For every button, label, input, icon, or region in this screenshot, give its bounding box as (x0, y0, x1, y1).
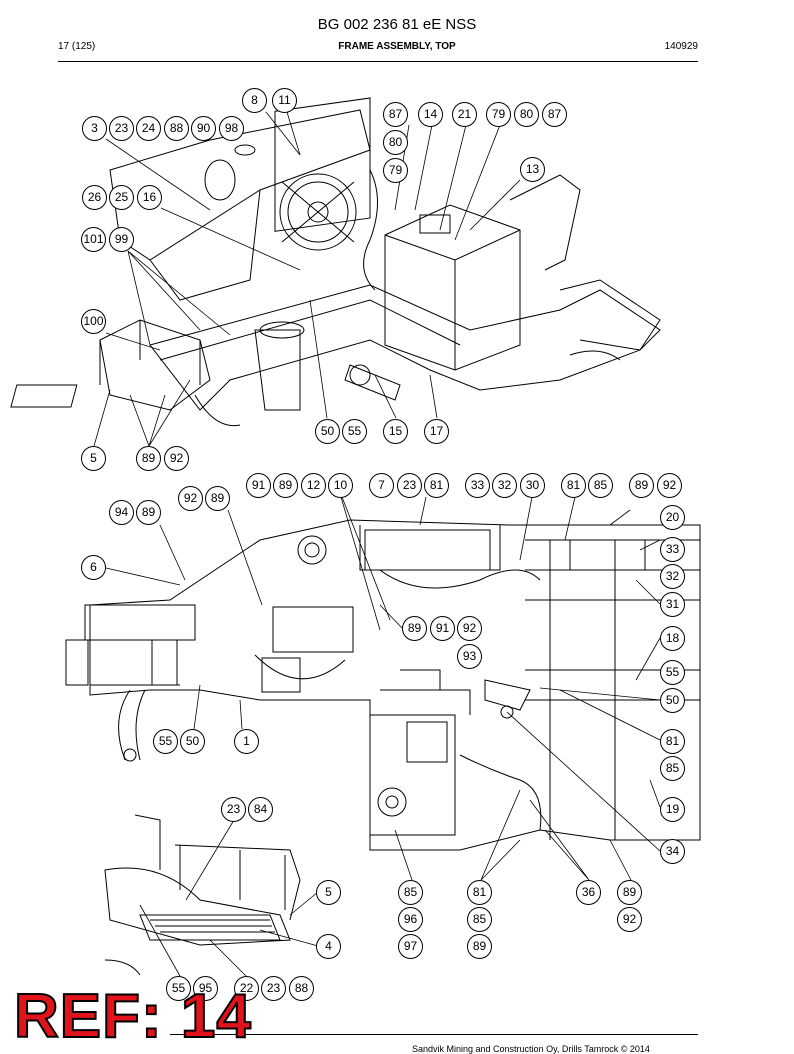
leader-lines (93, 111, 661, 977)
callout-bubble: 50 (660, 688, 685, 713)
callout-bubble: 92 (457, 616, 482, 641)
callout-bubble: 22 (234, 976, 259, 1001)
callout-bubble: 15 (383, 419, 408, 444)
callout-bubble: 92 (164, 446, 189, 471)
callout-bubble: 92 (617, 907, 642, 932)
ref-stamp: REF: 14 (13, 982, 252, 1051)
callout-bubble: 32 (660, 564, 685, 589)
callout-bubble: 95 (193, 976, 218, 1001)
callout-bubble: 79 (486, 102, 511, 127)
footer-rule (170, 1034, 698, 1035)
callout-bubble: 100 (81, 309, 106, 334)
callout-bubble: 12 (301, 473, 326, 498)
callout-bubble: 101 (81, 227, 106, 252)
callout-bubble: 23 (397, 473, 422, 498)
callout-bubble: 11 (272, 88, 297, 113)
callout-bubble: 92 (657, 473, 682, 498)
callout-bubble: 85 (588, 473, 613, 498)
footer-copyright: Sandvik Mining and Construction Oy, Dril… (412, 1044, 650, 1054)
callout-bubble: 81 (660, 729, 685, 754)
callout-bubble: 81 (424, 473, 449, 498)
callout-bubble: 3 (82, 116, 107, 141)
callout-bubble: 8 (242, 88, 267, 113)
page-number: 17 (125) (58, 41, 96, 52)
callout-bubble: 80 (383, 130, 408, 155)
callout-bubble: 89 (136, 446, 161, 471)
callout-bubble: 91 (246, 473, 271, 498)
callout-bubble: 92 (178, 486, 203, 511)
callout-bubble: 88 (289, 976, 314, 1001)
callout-bubble: 19 (660, 797, 685, 822)
callout-bubble: 33 (660, 537, 685, 562)
callout-bubble: 99 (109, 227, 134, 252)
plan-view (65, 519, 701, 851)
callout-bubble: 31 (660, 592, 685, 617)
callout-bubble: 93 (457, 644, 482, 669)
section-title: FRAME ASSEMBLY, TOP (338, 41, 456, 52)
callout-bubble: 85 (660, 756, 685, 781)
callout-bubble: 97 (398, 934, 423, 959)
callout-bubble: 13 (520, 157, 545, 182)
callout-bubble: 87 (383, 102, 408, 127)
callout-bubble: 84 (248, 797, 273, 822)
callout-bubble: 89 (273, 473, 298, 498)
callout-bubble: 5 (316, 880, 341, 905)
callout-bubble: 55 (342, 419, 367, 444)
callout-bubble: 89 (467, 934, 492, 959)
callout-bubble: 81 (561, 473, 586, 498)
callout-bubble: 85 (467, 907, 492, 932)
step-detail-view (104, 814, 301, 976)
callout-bubble: 6 (81, 555, 106, 580)
callout-bubble: 5 (81, 446, 106, 471)
document-title: BG 002 236 81 eE NSS (317, 16, 477, 33)
callout-bubble: 16 (137, 185, 162, 210)
callout-bubble: 25 (109, 185, 134, 210)
callout-bubble: 50 (315, 419, 340, 444)
callout-bubble: 10 (328, 473, 353, 498)
callout-bubble: 89 (136, 500, 161, 525)
callout-bubble: 18 (660, 626, 685, 651)
callout-bubble: 98 (219, 116, 244, 141)
callout-bubble: 21 (452, 102, 477, 127)
callout-bubble: 1 (234, 729, 259, 754)
callout-bubble: 91 (430, 616, 455, 641)
callout-bubble: 4 (316, 934, 341, 959)
callout-bubble: 87 (542, 102, 567, 127)
callout-bubble: 89 (205, 486, 230, 511)
isometric-view (10, 97, 661, 427)
callout-bubble: 24 (136, 116, 161, 141)
callout-bubble: 34 (660, 839, 685, 864)
document-date: 140929 (664, 41, 698, 52)
callout-bubble: 89 (629, 473, 654, 498)
callout-bubble: 20 (660, 505, 685, 530)
callout-bubble: 23 (109, 116, 134, 141)
callout-bubble: 55 (153, 729, 178, 754)
callout-bubble: 55 (660, 660, 685, 685)
callout-bubble: 30 (520, 473, 545, 498)
callout-bubble: 85 (398, 880, 423, 905)
callout-bubble: 23 (261, 976, 286, 1001)
callout-bubble: 36 (576, 880, 601, 905)
callout-bubble: 80 (514, 102, 539, 127)
callout-bubble: 23 (221, 797, 246, 822)
callout-bubble: 55 (166, 976, 191, 1001)
callout-bubble: 17 (424, 419, 449, 444)
callout-bubble: 7 (369, 473, 394, 498)
callout-bubble: 32 (492, 473, 517, 498)
callout-bubble: 81 (467, 880, 492, 905)
callout-bubble: 90 (191, 116, 216, 141)
callout-bubble: 26 (82, 185, 107, 210)
callout-bubble: 50 (180, 729, 205, 754)
callout-bubble: 88 (164, 116, 189, 141)
callout-bubble: 96 (398, 907, 423, 932)
callout-bubble: 89 (402, 616, 427, 641)
callout-bubble: 89 (617, 880, 642, 905)
callout-bubble: 94 (109, 500, 134, 525)
callout-bubble: 14 (418, 102, 443, 127)
callout-bubble: 33 (465, 473, 490, 498)
header-rule (58, 61, 698, 62)
callout-bubble: 79 (383, 158, 408, 183)
